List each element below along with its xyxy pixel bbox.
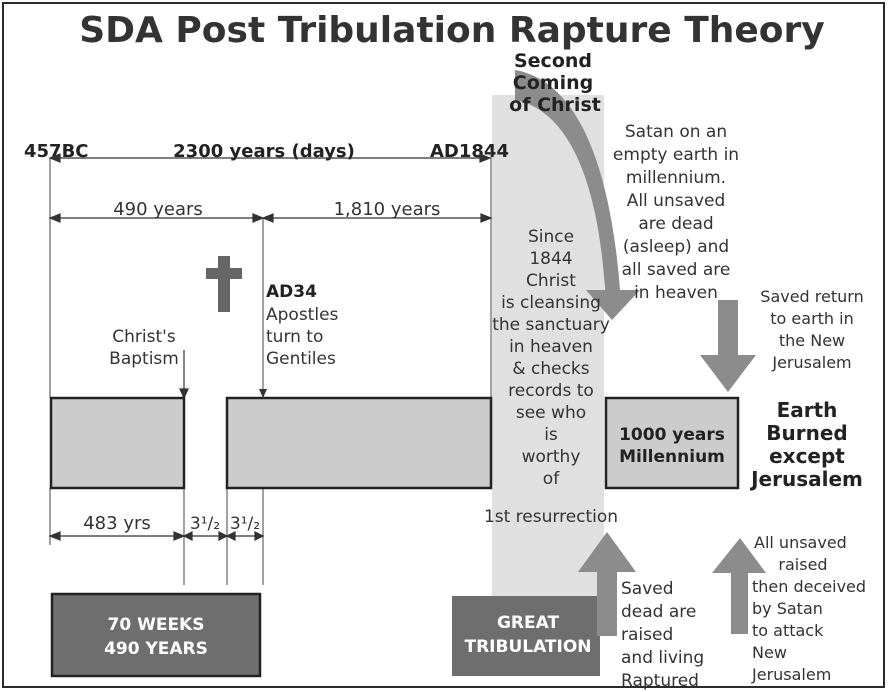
seventy-weeks-box — [50, 592, 262, 678]
unsaved-line: raised — [778, 555, 827, 574]
page-title: SDA Post Tribulation Rapture Theory — [79, 10, 825, 51]
satan-line: are dead — [638, 214, 713, 234]
saved-return-line: Saved return — [760, 287, 863, 306]
unsaved-raised-arrow — [712, 538, 766, 634]
satan-text: Satan on an empty earth in millennium. A… — [613, 122, 739, 303]
sanctuary-line: in heaven — [509, 337, 593, 357]
earth-burned-line: Earth — [777, 398, 838, 422]
great-tribulation-line: TRIBULATION — [464, 637, 591, 657]
label-2300-years: 2300 years (days) — [173, 141, 355, 162]
unsaved-line: New — [752, 643, 787, 662]
saved-return-arrow — [700, 300, 756, 392]
great-tribulation-box — [452, 596, 600, 676]
unsaved-line: Jerusalem — [751, 665, 831, 684]
satan-line: millennium. — [626, 168, 726, 188]
satan-line: in heaven — [634, 283, 718, 303]
label-483-yrs: 483 yrs — [83, 513, 151, 534]
millennium-line-1: 1000 years — [619, 425, 725, 445]
baptism-pointer — [179, 350, 189, 400]
unsaved-line: then deceived — [752, 577, 866, 596]
saved-dead-line: Raptured — [621, 671, 699, 691]
sanctuary-line: worthy — [522, 447, 581, 467]
unsaved-line: All unsaved — [754, 533, 847, 552]
saved-return-line: Jerusalem — [771, 353, 851, 372]
measure-arrows — [48, 531, 265, 541]
satan-line: all saved are — [622, 260, 731, 280]
ad34-line-2: turn to — [266, 327, 323, 347]
label-half-b: 3¹/₂ — [230, 514, 260, 534]
saved-dead-line: and living — [621, 648, 704, 668]
sanctuary-text: Since 1844 Christ is cleansing the sanct… — [484, 227, 618, 527]
saved-dead-line: dead are — [621, 602, 696, 622]
unsaved-line: by Satan — [752, 599, 823, 618]
satan-line: Satan on an — [625, 122, 727, 142]
saved-dead-line: raised — [621, 625, 673, 645]
sanctuary-line: 1844 — [529, 249, 572, 269]
box-483-years — [49, 396, 186, 490]
label-half-a: 3¹/₂ — [190, 514, 220, 534]
sanctuary-line: records to — [508, 381, 594, 401]
satan-line: All unsaved — [627, 191, 726, 211]
ad34-line-1: Apostles — [266, 305, 339, 325]
saved-return-line: the New — [779, 331, 845, 350]
second-coming-line-1: Second — [514, 50, 592, 72]
baptism-line-1: Christ's — [112, 327, 176, 347]
seventy-weeks-line: 490 YEARS — [104, 639, 208, 659]
label-1810-years: 1,810 years — [334, 199, 441, 220]
satan-line: empty earth in — [613, 145, 739, 165]
earth-burned-line: Jerusalem — [749, 467, 863, 491]
sanctuary-line: is cleansing — [501, 293, 601, 313]
cross-icon — [206, 256, 242, 312]
millennium-line-2: Millennium — [619, 447, 725, 467]
earth-burned-line: Burned — [766, 421, 847, 445]
tribulation-column — [492, 95, 604, 605]
sanctuary-line: & checks — [512, 359, 589, 379]
ad34-pointer — [259, 389, 267, 398]
sanctuary-line: of — [543, 469, 560, 489]
sanctuary-line: 1st resurrection — [484, 507, 618, 527]
sanctuary-line: Since — [528, 227, 574, 247]
second-coming-arrow — [515, 70, 640, 320]
unsaved-line: to attack — [752, 621, 824, 640]
earth-burned-line: except — [769, 444, 845, 468]
millennium-box — [604, 396, 740, 490]
saved-dead-line: Saved — [621, 579, 674, 599]
label-ad1844: AD1844 — [430, 141, 509, 162]
sanctuary-line: Christ — [526, 271, 576, 291]
ad34-line-3: Gentiles — [266, 349, 336, 369]
sanctuary-line: the sanctuary — [492, 315, 610, 335]
label-490-years: 490 years — [113, 199, 203, 220]
sanctuary-line: is — [544, 425, 558, 445]
baptism-line-2: Baptism — [109, 349, 179, 369]
saved-dead-arrow — [578, 532, 636, 636]
timeline-2300-arrow — [48, 153, 492, 163]
seventy-weeks-line: 70 WEEKS — [108, 615, 205, 635]
period-arrows — [48, 213, 493, 223]
saved-return-line: to earth in — [770, 309, 853, 328]
great-tribulation-line: GREAT — [497, 613, 559, 633]
second-coming-line-2: Coming — [513, 72, 593, 94]
satan-line: (asleep) and — [623, 237, 729, 257]
box-remaining-years — [225, 396, 493, 490]
sanctuary-line: see who — [516, 403, 586, 423]
ad34-heading: AD34 — [266, 282, 317, 302]
label-457bc: 457BC — [24, 141, 89, 162]
second-coming-line-3: of Christ — [509, 94, 601, 116]
